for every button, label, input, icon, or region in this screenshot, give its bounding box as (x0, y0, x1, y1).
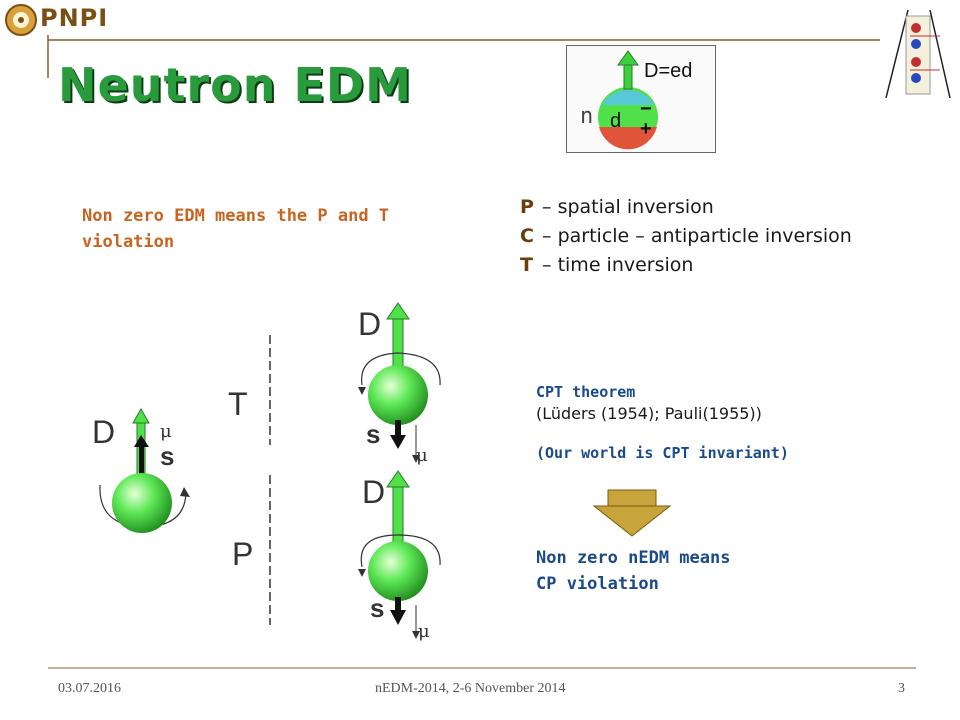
neutron-label: n (580, 104, 593, 129)
plus-sign: + (640, 118, 652, 140)
symmetry-c: C – particle – antiparticle inversion (520, 225, 852, 247)
corner-decoration-icon (885, 9, 951, 99)
bottom-mu-label: μ (418, 621, 430, 642)
cp-violation-conclusion: Non zero nEDM means CP violation (536, 545, 730, 597)
edm-claim: Non zero EDM means the P and T violation (82, 203, 502, 255)
footer-page-number: 3 (898, 681, 905, 696)
symmetry-letter: T (520, 254, 533, 276)
symmetry-p: P – spatial inversion (520, 196, 714, 218)
claim-line-1: Non zero EDM means the P and T (82, 206, 390, 226)
left-s-label: s (160, 441, 174, 471)
conclusion-line-2: CP violation (536, 574, 659, 594)
top-s-label: s (366, 419, 380, 449)
t-transformed-neutron: D s μ (358, 302, 441, 466)
cpt-invariance-note: (Our world is CPT invariant) (536, 444, 789, 462)
p-transformed-neutron: D s μ (358, 470, 441, 642)
minus-sign: − (640, 98, 652, 120)
symmetry-text: – particle – antiparticle inversion (536, 225, 852, 247)
page-title: Neutron EDM (58, 58, 412, 112)
claim-line-2: violation (82, 232, 175, 252)
pnpi-logo-icon (5, 4, 37, 36)
cpt-theorem-title: CPT theorem (536, 383, 636, 401)
top-d-label: D (358, 306, 381, 342)
symmetry-t: T – time inversion (520, 254, 693, 276)
left-neutron: D μ s (92, 407, 190, 533)
footer-date: 03.07.2016 (58, 681, 121, 696)
symmetry-letter: P (520, 196, 534, 218)
left-mu-label: μ (160, 421, 172, 442)
left-d-label: D (92, 414, 115, 450)
edm-label: D=ed (644, 60, 692, 82)
conclusion-line-1: Non zero nEDM means (536, 548, 731, 568)
down-arrow-icon (592, 489, 672, 537)
footer-conference: nEDM-2014, 2-6 November 2014 (375, 681, 566, 696)
top-mu-label: μ (416, 445, 428, 466)
logo-text: PNPI (40, 4, 109, 32)
symmetry-text: – time inversion (536, 254, 694, 276)
p-transformation-label: P (232, 536, 253, 572)
cpt-references: (Lüders (1954); Pauli(1955)) (536, 404, 762, 423)
symmetry-text: – spatial inversion (536, 196, 714, 218)
bottom-d-label: D (362, 474, 385, 510)
neutron-edm-figure: D=ed n d − + (566, 45, 716, 153)
t-transformation-label: T (228, 386, 248, 422)
pt-transformation-diagram: D μ s T P D s μ D s μ (92, 302, 441, 642)
dipole-d-label: d (610, 110, 621, 132)
bottom-s-label: s (370, 593, 384, 623)
symmetry-letter: C (520, 225, 534, 247)
